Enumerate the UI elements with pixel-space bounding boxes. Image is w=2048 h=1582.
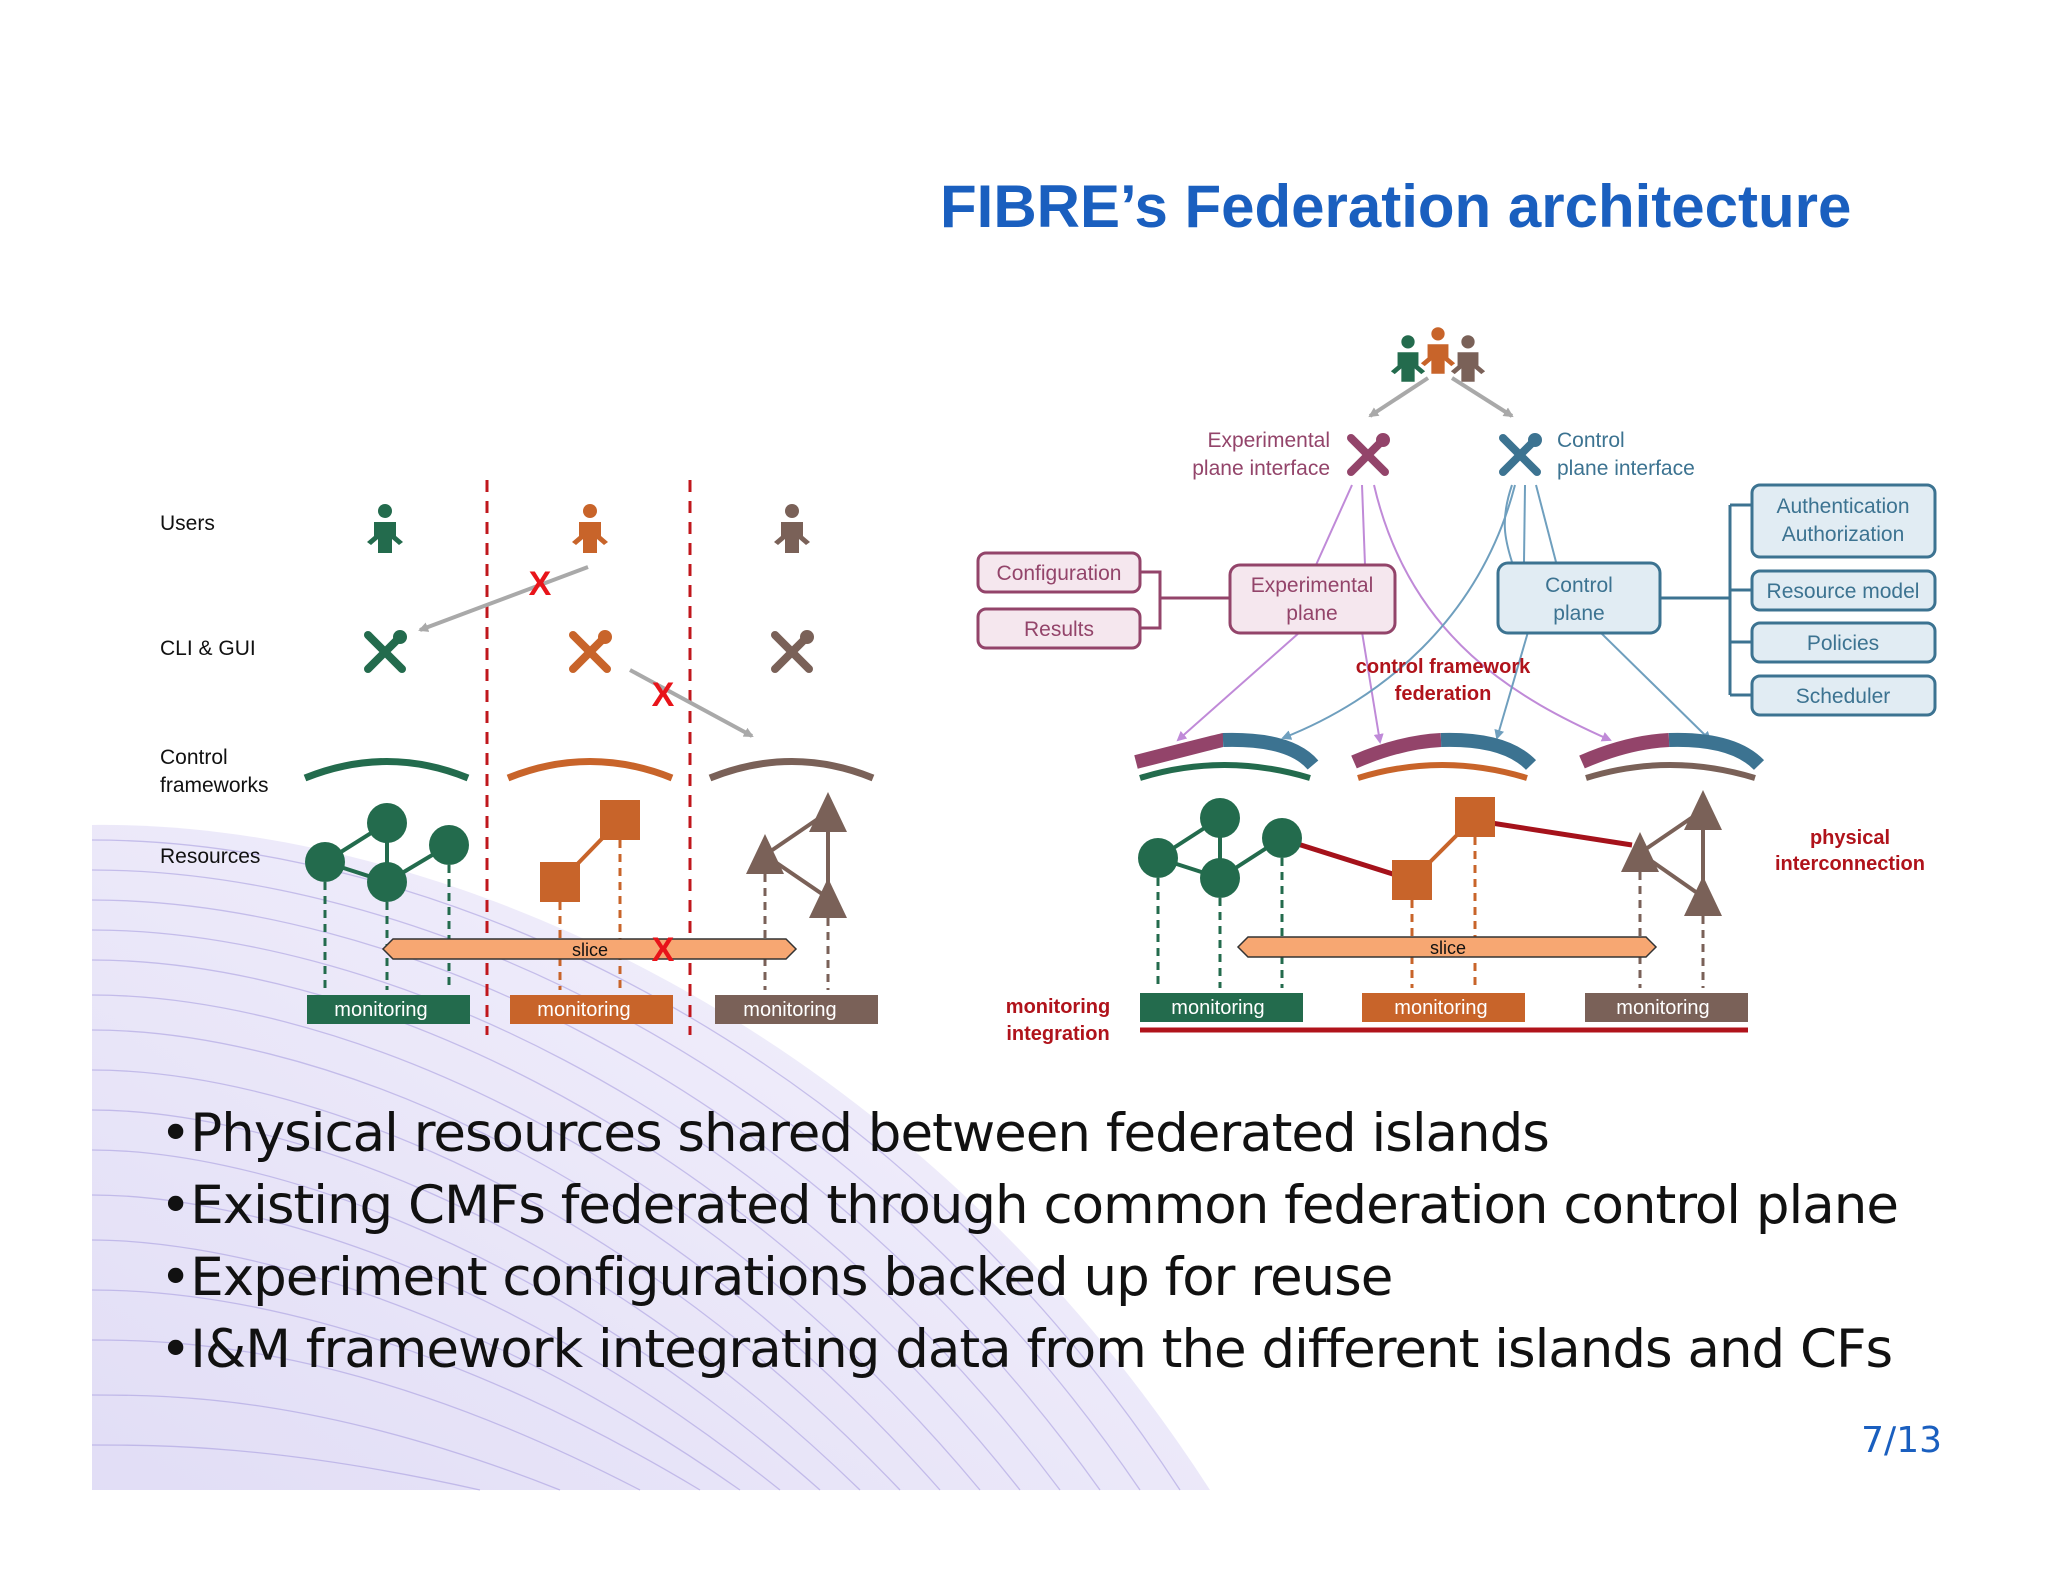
experimental-connectors [1176,484,1612,744]
users-group-icon [1390,327,1486,382]
monitoring-bar [1362,993,1525,1022]
control-interface-icon [1499,433,1542,476]
row-label-users: Users [160,512,215,535]
slice-label: slice [1430,938,1466,958]
user-icon [367,504,403,553]
bullet-item: •Experiment configurations backed up for… [160,1247,1393,1308]
slice-bar [1236,936,1658,958]
resource-graph-orange [1392,797,1495,988]
bullet-item: •I&M framework integrating data from the… [160,1319,1893,1380]
left-diagram: Users CLI & GUI Control frameworks Resou… [160,480,878,1035]
cf-federation-label: control framework [1356,656,1531,678]
tools-icon [771,630,814,673]
monitoring-bar [307,995,470,1024]
experimental-interface-icon [1347,433,1390,476]
slice-label: slice [572,940,608,960]
exp-plane-label: plane [1286,602,1337,625]
slide-title: FIBRE’s Federation architecture [940,173,1852,240]
scheduler-label: Scheduler [1796,685,1891,708]
tools-icon [569,630,612,673]
bullet-list: •Physical resources shared between feder… [160,1098,2000,1386]
ctrl-plane-label: Control [1545,574,1613,597]
policies-box [1750,621,1937,664]
monitoring-bar [715,995,878,1024]
resource-graph-green [1138,798,1302,988]
user-arrow [1368,376,1430,418]
resource-model-label: Resource model [1767,580,1920,603]
resource-graph-brown [1621,790,1722,988]
physical-interconnection-label: physical [1810,827,1890,849]
control-connectors [1281,484,1712,742]
control-framework-arc [506,758,674,782]
monitoring-bar [1585,993,1748,1022]
resource-graph-orange [540,800,640,990]
resource-model-box [1750,569,1937,612]
blocked-access-arrow [629,668,754,738]
experimental-plane-box [1228,563,1397,635]
physical-interconnection-links [1284,819,1633,883]
monitoring-label: monitoring [1171,997,1264,1019]
blocked-mark: X [652,931,675,969]
tools-icon [364,630,407,673]
control-framework-arc [303,758,470,782]
monitoring-bar [1140,993,1303,1022]
results-label: Results [1024,618,1094,641]
policies-label: Policies [1807,632,1879,655]
slice-bar [381,938,798,960]
cf-federation-label: federation [1395,683,1492,705]
ctrl-plane-label: plane [1553,602,1604,625]
monitoring-label: monitoring [1616,997,1709,1019]
scheduler-box [1750,674,1937,717]
page-number: 7/13 [1861,1420,1942,1461]
row-label-resources: Resources [160,845,260,868]
exp-interface-label: Experimental [1207,429,1330,452]
ctrl-interface-label: Control [1557,429,1625,452]
control-framework-arc [708,758,875,782]
row-label-cli-gui: CLI & GUI [160,637,256,660]
row-label-frameworks: frameworks [160,774,269,797]
monitoring-label: monitoring [537,999,630,1021]
control-plane-bracket [1660,503,1752,697]
monitoring-bar [510,995,673,1024]
user-icon [572,504,608,553]
blocked-mark: X [652,676,675,714]
federated-cf-arc-orange [1351,732,1537,781]
bullet-item: •Existing CMFs federated through common … [160,1175,1899,1236]
resource-graph-brown [746,792,847,990]
auth-label: Authentication [1776,495,1909,518]
blocked-mark: X [529,565,552,603]
physical-interconnection-label: interconnection [1775,853,1925,875]
ctrl-interface-label: plane interface [1557,457,1695,480]
monitoring-integration-label: monitoring [1006,996,1110,1018]
user-icon [774,504,810,553]
exp-plane-label: Experimental [1251,574,1374,597]
federated-cf-arc-brown [1579,732,1765,781]
config-bracket [1140,570,1230,630]
configuration-label: Configuration [997,562,1122,585]
user-arrow [1450,376,1514,418]
federated-cf-arc-green [1134,732,1319,781]
bullet-item: •Physical resources shared between feder… [160,1103,1550,1164]
monitoring-integration-label: integration [1006,1023,1109,1045]
right-diagram: Experimental plane interface Control pla… [976,327,1937,1045]
auth-label: Authorization [1782,523,1905,546]
row-label-control: Control [160,746,228,769]
exp-interface-label: plane interface [1192,457,1330,480]
resource-graph-green [305,803,469,990]
monitoring-label: monitoring [743,999,836,1021]
auth-box [1750,483,1937,559]
blocked-access-arrow [418,565,589,632]
monitoring-label: monitoring [1394,997,1487,1019]
monitoring-label: monitoring [334,999,427,1021]
